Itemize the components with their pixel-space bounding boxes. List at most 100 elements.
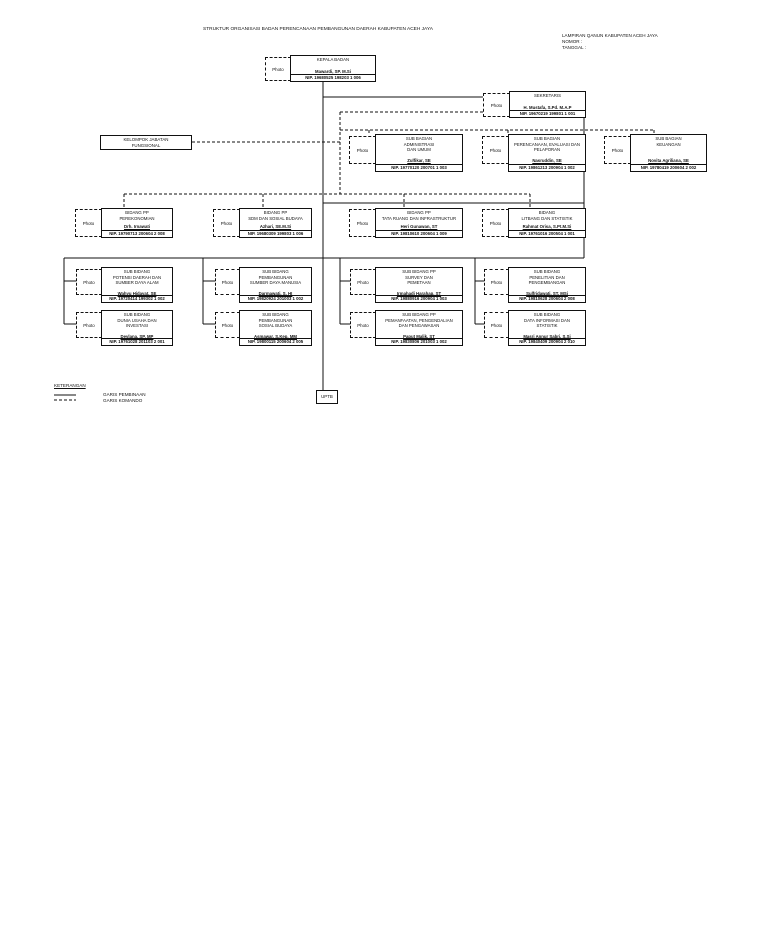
photo-placeholder: Photo — [484, 269, 509, 295]
box-nip: NIP. 19830806 201003 1 002 — [376, 338, 462, 345]
photo-label: Photo — [489, 147, 502, 153]
photo-placeholder: Photo — [349, 209, 376, 237]
photo-label: Photo — [356, 147, 369, 153]
photo-label: Photo — [490, 279, 503, 285]
subbagian-perencanaan-box: SUB BAGIAN PERENCANAAN, EVALUASI DAN PEL… — [508, 134, 586, 172]
box-name: Novita Agriliana, SE — [648, 158, 689, 163]
box-nip: NIP. 19810628 200604 2 008 — [509, 295, 585, 302]
photo-label: Photo — [221, 322, 234, 328]
subbagian-administrasi-box: SUB BAGIAN ADMINISTRASI DAN UMUM Zulfika… — [375, 134, 463, 172]
photo-label: Photo — [489, 220, 502, 226]
box-nip: NIP. 19680309 199803 1 006 — [240, 230, 311, 237]
box-title: SUB BIDANG DUNIA USAHA DAN INVESTASI — [117, 312, 157, 329]
sekretaris-box: SEKRETARIS H. Mustafa, S.Pd. M.A.P NIP. … — [509, 91, 586, 118]
box-title: SUB BIDANG PENELITIAN DAN PENGEMBANGAN — [528, 269, 566, 286]
bidang-tata-ruang-box: BIDANG PP TATA RUANG DAN INFRASTRUKTUR H… — [375, 208, 463, 238]
box-name: Irmahadi Harahap, ST — [396, 291, 442, 296]
photo-label: Photo — [490, 102, 503, 108]
box-name: Darmawati, S. HI — [258, 291, 293, 296]
subbidang-pembangunan-sdm-box: SUB BIDANG PEMBANGUNAN SUMBER DAYA MANUS… — [239, 267, 312, 303]
box-title: SUB BIDANG PEMBANGUNAN SOSIAL BUDAYA — [258, 312, 293, 329]
box-title: SUB BIDANG PP PEMANFAATAN, PENGENDALIAN … — [385, 312, 453, 329]
photo-placeholder: Photo — [482, 136, 509, 164]
photo-placeholder: Photo — [483, 93, 510, 117]
photo-label: Photo — [272, 66, 284, 72]
box-name: Azhari, SE.M.Si — [259, 224, 292, 229]
box-title: SUB BIDANG POTENSI DAERAH DAN SUMBER DAY… — [112, 269, 162, 286]
box-nip: NIP. 19761016 200504 1 001 — [509, 230, 585, 237]
box-title: SUB BAGIAN PERENCANAAN, EVALUASI DAN PEL… — [513, 136, 581, 153]
photo-label: Photo — [83, 322, 95, 328]
box-nip: NIP. 19780419 200604 2 002 — [631, 164, 706, 171]
box-name: Wahyu Hidayat, SE — [117, 291, 157, 296]
box-name: Mawardi, SP. M.Si — [315, 69, 351, 74]
subbidang-penelitian-box: SUB BIDANG PENELITIAN DAN PENGEMBANGAN S… — [508, 267, 586, 303]
photo-label: Photo — [611, 147, 624, 153]
page-title: STRUKTUR ORGANISASI BADAN PERENCANAAN PE… — [203, 27, 433, 32]
subbidang-survey-box: SUB BIDANG PP SURVEY DAN PEMETAAN Irmaha… — [375, 267, 463, 303]
photo-label: Photo — [220, 220, 233, 226]
box-nip: NIP. 19670219 199801 1 001 — [510, 110, 585, 117]
box-name: Nasruddin, SE — [532, 158, 562, 163]
box-name: Heri Gunawan, ST — [400, 224, 438, 229]
subbidang-sosial-budaya-box: SUB BIDANG PEMBANGUNAN SOSIAL BUDAYA Asm… — [239, 310, 312, 346]
photo-placeholder: Photo — [76, 269, 102, 295]
box-title: SUB BIDANG PEMBANGUNAN SUMBER DAYA MANUS… — [249, 269, 302, 286]
box-title: BIDANG PP TATA RUANG DAN INFRASTRUKTUR — [381, 210, 457, 221]
subbidang-dunia-usaha-box: SUB BIDANG DUNIA USAHA DAN INVESTASI Dev… — [101, 310, 173, 346]
box-name: Paput Malik, ST — [403, 334, 435, 339]
kepala-badan-box: KEPALA BADAN Mawardi, SP. M.Si NIP. 1968… — [290, 55, 376, 82]
photo-label: Photo — [356, 220, 369, 226]
appendix-line-2: NOMOR : — [562, 39, 583, 44]
box-title: BIDANG PP PEREKONOMIAN — [119, 210, 155, 221]
bidang-perekonomian-box: BIDANG PP PEREKONOMIAN Drh. Irnawati NIP… — [101, 208, 173, 238]
subbidang-pemanfaatan-box: SUB BIDANG PP PEMANFAATAN, PENGENDALIAN … — [375, 310, 463, 346]
box-nip: NIP. 19761028 201103 2 001 — [102, 338, 172, 345]
photo-label: Photo — [357, 322, 369, 328]
box-nip: NIP. 19720414 199302 1 002 — [102, 295, 172, 302]
box-nip: NIP. 19840409 200904 2 010 — [509, 338, 585, 345]
box-title: SUB BIDANG DATA INFORMASI DAN STATISTIK — [524, 312, 570, 329]
box-nip: NIP. 19820924 201003 1 002 — [240, 295, 311, 302]
photo-placeholder: Photo — [350, 312, 376, 338]
box-title: SEKRETARIS — [534, 93, 561, 98]
photo-placeholder: Photo — [75, 209, 102, 237]
legend-title: KETERANGAN — [54, 383, 86, 388]
photo-placeholder: Photo — [215, 312, 240, 338]
box-name: Rahmat Orisa, S.Pt.M.Si — [522, 224, 572, 229]
photo-label: Photo — [83, 279, 95, 285]
subbagian-keuangan-box: SUB BAGIAN KEUANGAN Novita Agriliana, SE… — [630, 134, 707, 172]
box-nip: NIP. 19880916 200904 1 003 — [376, 295, 462, 302]
photo-placeholder: Photo — [484, 312, 509, 338]
photo-label: Photo — [82, 220, 95, 226]
appendix-line-3: TANGGAL : — [562, 45, 586, 50]
uptb-box: UPTB — [316, 390, 338, 404]
bidang-sdm-box: BIDANG PP SDM DAN SOSIAL BUDAYA Azhari, … — [239, 208, 312, 238]
box-name: Zulfikar, SE — [407, 158, 431, 163]
box-title: BIDANG PP SDM DAN SOSIAL BUDAYA — [248, 210, 303, 221]
photo-placeholder: Photo — [482, 209, 509, 237]
box-title: KEPALA BADAN — [316, 57, 350, 62]
box-title: SUB BAGIAN KEUANGAN — [655, 136, 682, 147]
box-name: Masri Annur Sabri, S.Si — [523, 334, 571, 339]
bidang-litbang-box: BIDANG LITBANG DAN STATISTIK Rahmat Oris… — [508, 208, 586, 238]
appendix-line-1: LAMPIRAN QANUN KABUPATEN ACEH JAYA — [562, 33, 658, 38]
box-nip: NIP. 19790713 200604 2 008 — [102, 230, 172, 237]
box-name: Asmawar, S.Kep. MM — [254, 334, 297, 339]
box-nip: NIP. 19810610 200604 1 009 — [376, 230, 462, 237]
photo-placeholder: Photo — [604, 136, 631, 164]
box-nip: NIP. 19861213 200904 1 002 — [509, 164, 585, 171]
photo-placeholder: Photo — [76, 312, 102, 338]
kelompok-jabatan-fungsional-box: KELOMPOK JABATAN FUNGSIONAL — [100, 135, 192, 150]
photo-placeholder: Photo — [265, 57, 291, 81]
box-title: SUB BAGIAN ADMINISTRASI DAN UMUM — [403, 136, 435, 153]
subbidang-potensi-daerah-box: SUB BIDANG POTENSI DAERAH DAN SUMBER DAY… — [101, 267, 173, 303]
subbidang-data-informasi-box: SUB BIDANG DATA INFORMASI DAN STATISTIK … — [508, 310, 586, 346]
box-name: Devlana, SP. MP — [120, 334, 154, 339]
box-nip: NIP. 19800115 200604 2 005 — [240, 338, 311, 345]
box-name: Sulfridawati, ST. MSi — [526, 291, 568, 296]
photo-label: Photo — [490, 322, 503, 328]
box-title: SUB BIDANG PP SURVEY DAN PEMETAAN — [402, 269, 436, 286]
photo-placeholder: Photo — [213, 209, 240, 237]
